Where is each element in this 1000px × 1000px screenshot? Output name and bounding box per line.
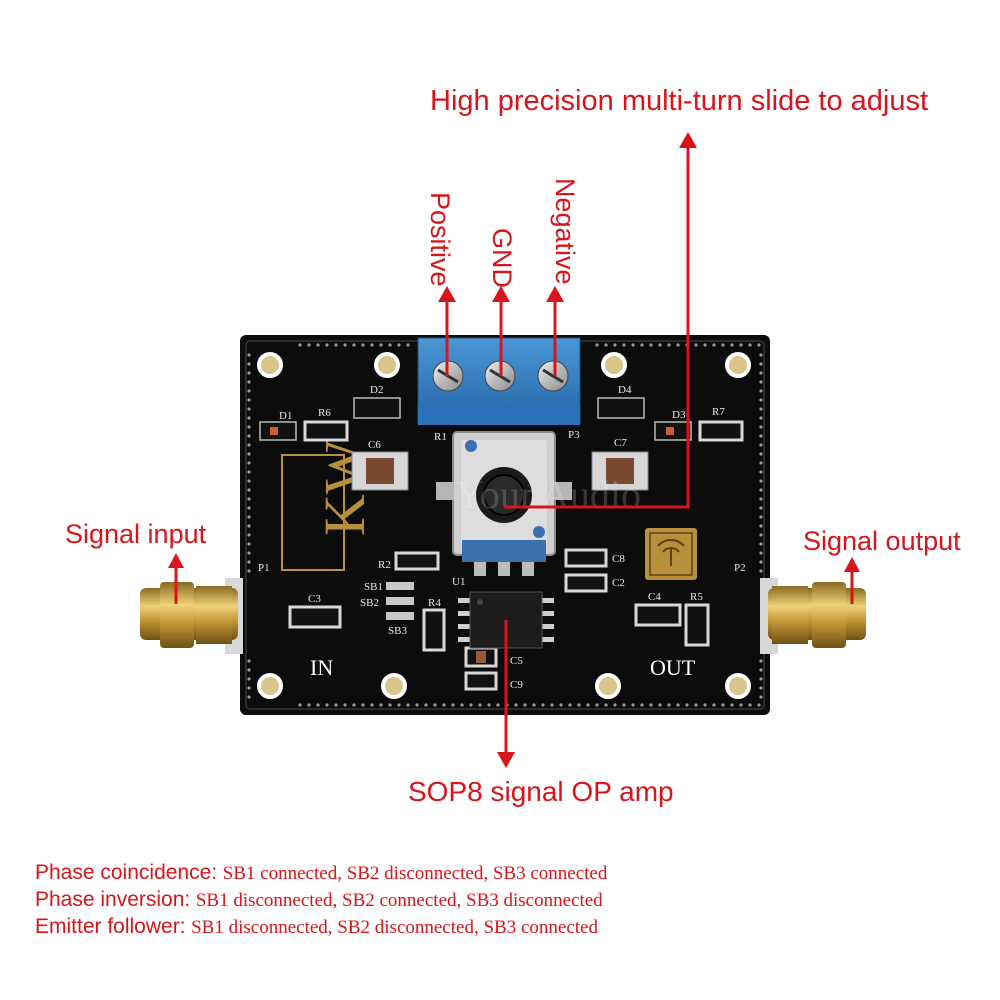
sma-connector-in	[140, 578, 243, 654]
sma-connector-out	[760, 578, 866, 654]
svg-text:R7: R7	[712, 406, 725, 418]
callout-opamp: SOP8 signal OP amp	[408, 776, 674, 807]
note-value: SB1 connected, SB2 disconnected, SB3 con…	[222, 863, 608, 884]
svg-text:D4: D4	[618, 384, 632, 396]
svg-text:U1: U1	[452, 576, 465, 588]
svg-text:C7: C7	[614, 437, 627, 449]
note-heading: Phase inversion:	[35, 888, 191, 911]
svg-text:C5: C5	[510, 655, 523, 667]
svg-text:C4: C4	[648, 591, 661, 603]
svg-text:R6: R6	[318, 407, 331, 419]
potentiometer	[436, 431, 572, 576]
annotation-arrows	[168, 132, 860, 768]
svg-text:SB1: SB1	[364, 581, 383, 593]
capacitors-small	[288, 548, 682, 691]
silkscreen-labels: D1 R6 D2 C6 R1 P3 C7 D4 D3 R7 R2 SB1 SB2…	[258, 384, 746, 691]
watermark: Your Audio	[455, 472, 641, 517]
svg-text:R2: R2	[378, 559, 391, 571]
resistors	[303, 420, 744, 652]
mounting-holes	[257, 352, 751, 699]
capacitors-large	[351, 451, 649, 491]
svg-text:SB3: SB3	[388, 625, 407, 637]
svg-text:C2: C2	[612, 577, 625, 589]
callout-positive: Positive	[425, 192, 455, 287]
callout-top: High precision multi-turn slide to adjus…	[430, 85, 929, 117]
note-value: SB1 disconnected, SB2 disconnected, SB3 …	[191, 917, 598, 938]
kw-logo	[281, 454, 345, 571]
svg-text:R1: R1	[434, 431, 447, 443]
callout-signal-output: Signal output	[803, 526, 961, 556]
svg-text:SB2: SB2	[360, 597, 379, 609]
note-heading: Phase coincidence:	[35, 861, 218, 884]
svg-text:D2: D2	[370, 384, 383, 396]
note-phase-coincidence: Phase coincidence: SB1 connected, SB2 di…	[35, 860, 607, 887]
note-value: SB1 disconnected, SB2 connected, SB3 dis…	[195, 890, 603, 911]
note-phase-inversion: Phase inversion: SB1 disconnected, SB2 c…	[35, 887, 607, 914]
svg-text:C8: C8	[612, 553, 625, 565]
solder-bridges	[386, 582, 414, 620]
svg-text:P3: P3	[568, 429, 580, 441]
out-label: OUT	[650, 655, 696, 680]
in-label: IN	[310, 655, 333, 680]
svg-text:C9: C9	[510, 679, 523, 691]
callout-negative: Negative	[550, 178, 580, 285]
svg-text:C3: C3	[308, 593, 321, 605]
svg-text:P2: P2	[734, 562, 746, 574]
svg-text:P1: P1	[258, 562, 270, 574]
note-heading: Emitter follower:	[35, 915, 186, 938]
svg-text:C6: C6	[368, 439, 381, 451]
svg-text:D3: D3	[672, 409, 686, 421]
note-emitter-follower: Emitter follower: SB1 disconnected, SB2 …	[35, 914, 607, 941]
callout-signal-input: Signal input	[65, 519, 207, 549]
callout-gnd: GND	[487, 228, 517, 288]
svg-text:D1: D1	[279, 410, 292, 422]
svg-text:R5: R5	[690, 591, 703, 603]
mode-notes: Phase coincidence: SB1 connected, SB2 di…	[35, 860, 607, 941]
svg-text:R4: R4	[428, 597, 441, 609]
